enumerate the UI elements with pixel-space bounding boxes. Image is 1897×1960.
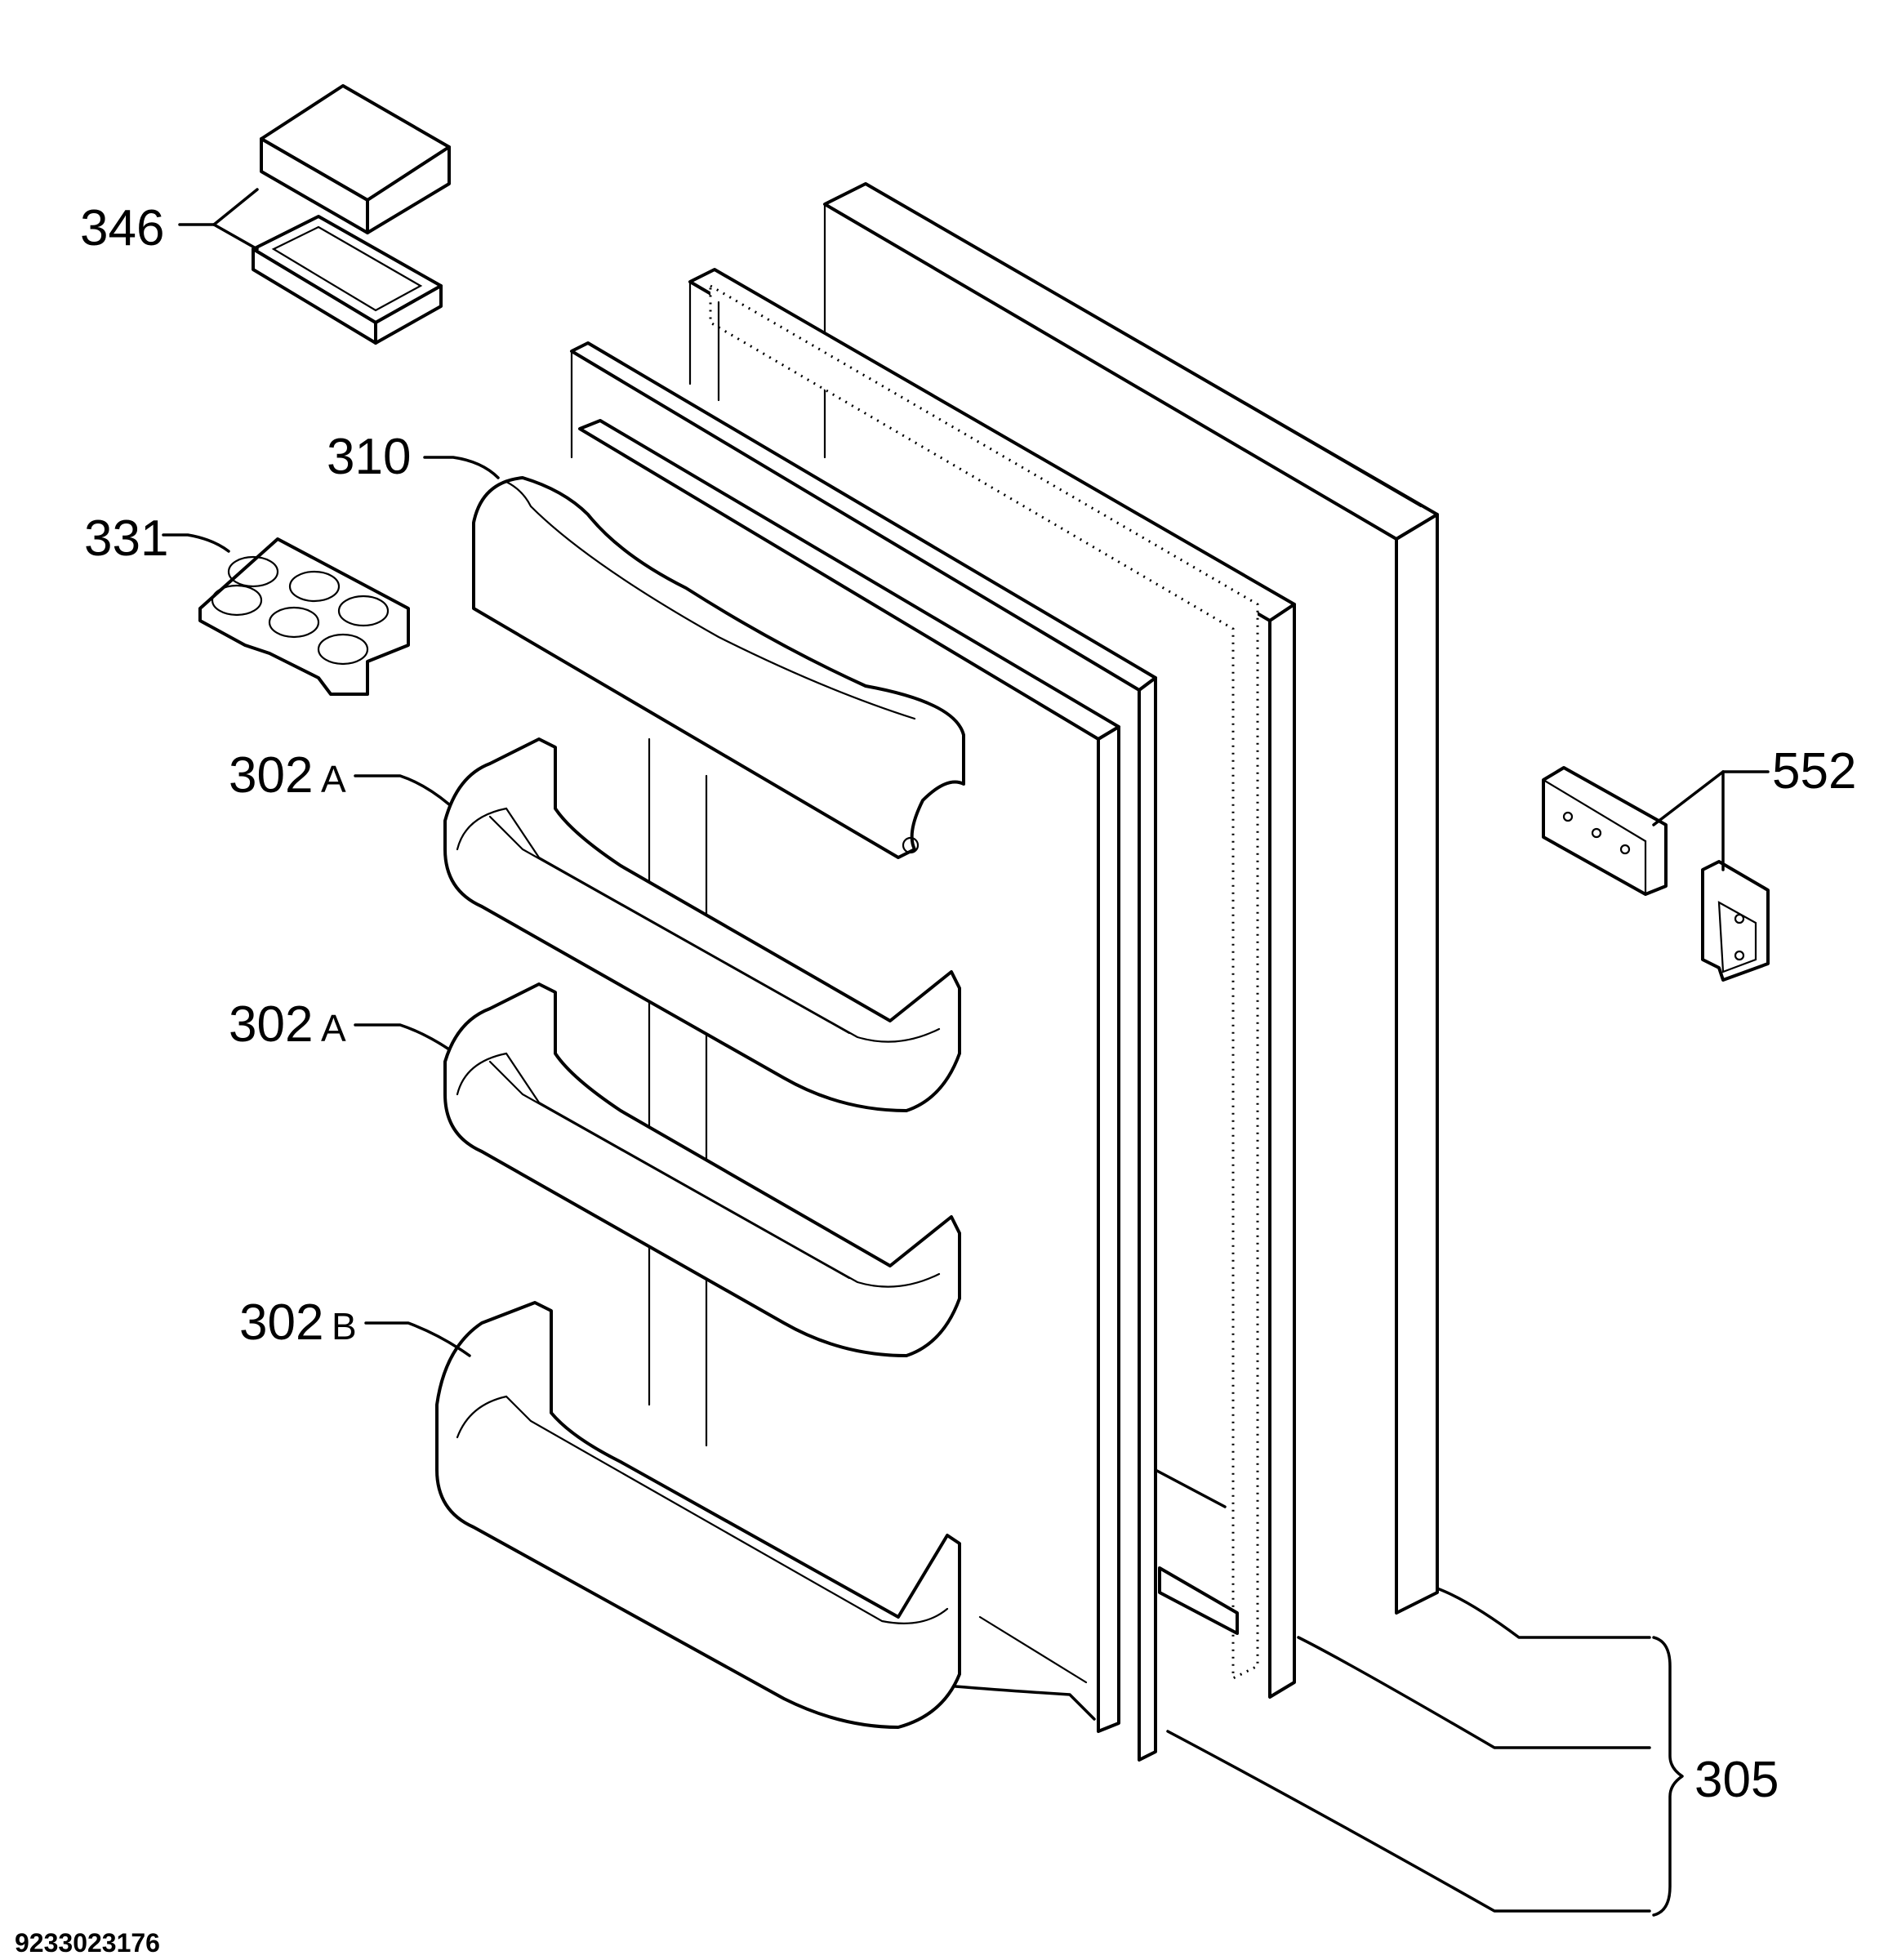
label-302a-middle-suffix: A xyxy=(321,1007,346,1049)
part-302a-middle-shelf xyxy=(443,982,961,1357)
part-552-hinge-brackets xyxy=(1542,766,1770,982)
drawing-number: 9233023176 xyxy=(15,1928,160,1958)
part-302b-bottom-shelf xyxy=(435,1301,961,1729)
label-302a-upper-suffix: A xyxy=(321,758,346,800)
label-302a-middle: 302 xyxy=(229,996,313,1053)
part-302a-upper-shelf xyxy=(443,737,961,1112)
label-305: 305 xyxy=(1694,1752,1779,1808)
label-302b-suffix: B xyxy=(332,1305,357,1348)
part-310-dairy-lid xyxy=(472,476,965,859)
outer-door-panel xyxy=(823,182,1439,1615)
shelf-guide-lines xyxy=(648,737,708,1447)
label-552: 552 xyxy=(1772,743,1856,800)
label-302b: 302 xyxy=(239,1294,323,1351)
part-331-egg-tray xyxy=(198,537,410,696)
part-346-box-and-tray xyxy=(252,84,451,345)
label-331: 331 xyxy=(84,510,168,567)
label-310: 310 xyxy=(327,429,411,485)
door-gasket xyxy=(688,268,1296,1699)
inner-door-liner xyxy=(570,341,1157,1762)
label-346: 346 xyxy=(80,200,164,256)
label-302a-upper: 302 xyxy=(229,747,313,804)
leader-lines xyxy=(162,188,1770,1917)
